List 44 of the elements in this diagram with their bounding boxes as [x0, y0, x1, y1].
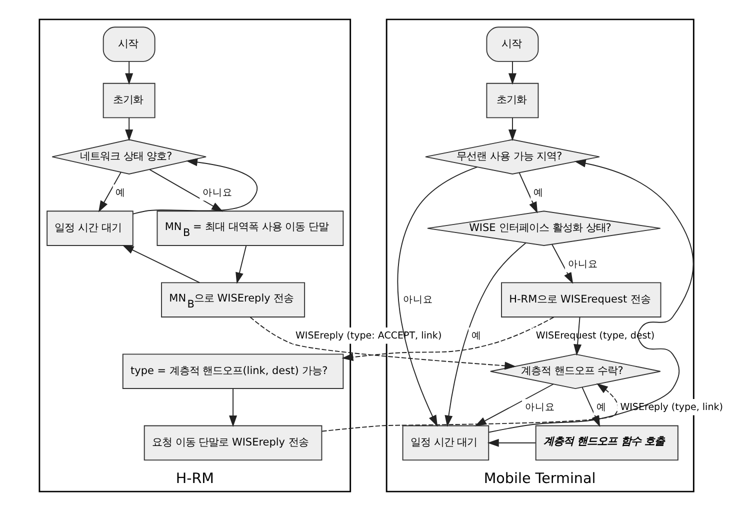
arrow [518, 172, 538, 214]
node-box: 계층적 핸드오프 함수 호출 [534, 425, 678, 461]
node-box: 시작 [486, 26, 538, 62]
arrow [581, 386, 600, 427]
arrow [474, 384, 554, 426]
node-diamond: WISE 인터페이스 활성화 상태? [426, 210, 660, 246]
edge-label: 예 [470, 330, 481, 342]
node-box: 초기화 [102, 82, 155, 118]
node-box: 요청 이동 단말로 WISEreply 전송 [143, 425, 322, 461]
arrow [132, 158, 257, 214]
arrow [321, 383, 618, 432]
arrow [551, 244, 573, 284]
edge-label: 아니요 [567, 258, 598, 270]
arrow [124, 117, 133, 141]
arrow [124, 61, 133, 85]
arrow [98, 172, 121, 212]
arrow [508, 61, 516, 85]
node-box: 일정 시간 대기 [402, 425, 489, 461]
arrow [341, 316, 554, 362]
arrow [396, 166, 478, 427]
node-diamond: 무선랜 사용 가능 지역? [424, 139, 600, 174]
node-diamond: 계층적 핸드오프 수락? [489, 354, 660, 390]
node-box: type = 계층적 핸드오프(link, dest) 가능? [122, 354, 344, 390]
arrow [249, 316, 516, 370]
arrow [235, 245, 246, 284]
arrow [444, 242, 526, 427]
edge-label: 아니요 [402, 294, 432, 306]
arrow [122, 244, 200, 284]
arrow [486, 438, 536, 447]
node-diamond: 네트워크 상태 양호? [51, 139, 206, 174]
edge-label: 아니요 [524, 402, 554, 413]
edge-label: 예 [596, 402, 606, 413]
node-box: 시작 [102, 26, 155, 62]
edge-label: 예 [532, 187, 543, 198]
arrow [148, 169, 223, 212]
arrow [573, 316, 582, 356]
arrow [488, 159, 694, 433]
node-box: H-RM으로 WISErequest 전송 [500, 282, 661, 318]
node-box: 일정 시간 대기 [46, 210, 133, 246]
edge-label: 예 [115, 187, 126, 198]
node-box: 초기화 [486, 82, 538, 118]
arrow [228, 388, 237, 427]
arrow [508, 117, 516, 141]
edge-label: 아니요 [202, 187, 232, 198]
